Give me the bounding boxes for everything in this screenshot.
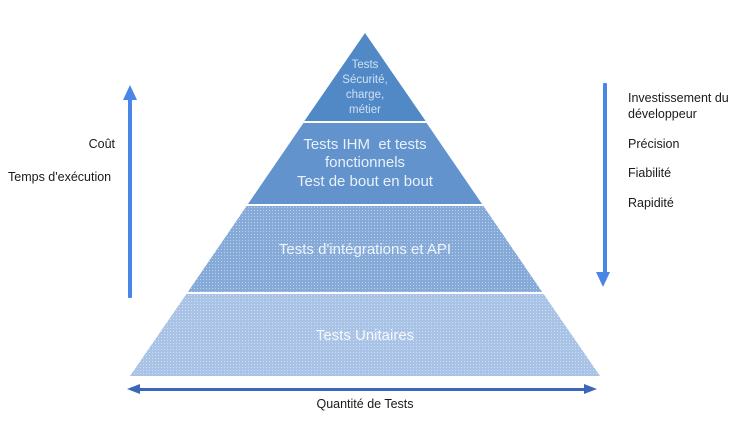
level-text-line: charge, xyxy=(345,89,385,102)
level-text-line: Tests d'intégrations et API xyxy=(278,240,452,258)
left-arrow-up-icon xyxy=(123,85,137,100)
level-text-line: Tests Unitaires xyxy=(315,326,415,344)
level-text-line: fonctionnels xyxy=(324,154,406,172)
pyramid-level-securite-charge-metier: Tests Sécurité, charge, métier xyxy=(304,33,426,121)
level-text-line: Sécurité, xyxy=(342,74,388,87)
pyramid-level-integrations-api: Tests d'intégrations et API xyxy=(187,206,543,292)
pyramid-level-unitaires: Tests Unitaires xyxy=(130,294,600,376)
level-text-line: Test de bout en bout xyxy=(297,172,433,190)
right-axis-label-precision: Précision xyxy=(628,137,680,151)
bottom-arrow-right-icon xyxy=(584,384,597,394)
right-arrow-line xyxy=(603,83,607,273)
pyramid: Tests Sécurité, charge, métier Tests IHM… xyxy=(130,33,600,376)
right-axis-label-rapidite: Rapidité xyxy=(628,196,674,210)
left-axis-label-temps-execution: Temps d'exécution xyxy=(8,170,112,184)
right-axis-label-fiabilite: Fiabilité xyxy=(628,166,672,180)
bottom-arrow-left-icon xyxy=(127,384,140,394)
right-arrow-down-icon xyxy=(596,272,610,287)
pyramid-level-ihm-fonctionnels: Tests IHM et tests fonctionnels Test de … xyxy=(247,123,483,204)
left-axis-label-cout: Coût xyxy=(88,137,115,151)
level-text-line: Tests xyxy=(351,59,379,72)
left-arrow-line xyxy=(128,99,132,298)
level-text-line: métier xyxy=(349,104,381,117)
level-text-line: Tests IHM et tests xyxy=(303,136,427,154)
bottom-arrow-line xyxy=(139,388,585,391)
right-axis-label-investissement: Investissement du développeur xyxy=(628,91,729,122)
bottom-axis-label-quantite: Quantité de Tests xyxy=(316,397,414,411)
